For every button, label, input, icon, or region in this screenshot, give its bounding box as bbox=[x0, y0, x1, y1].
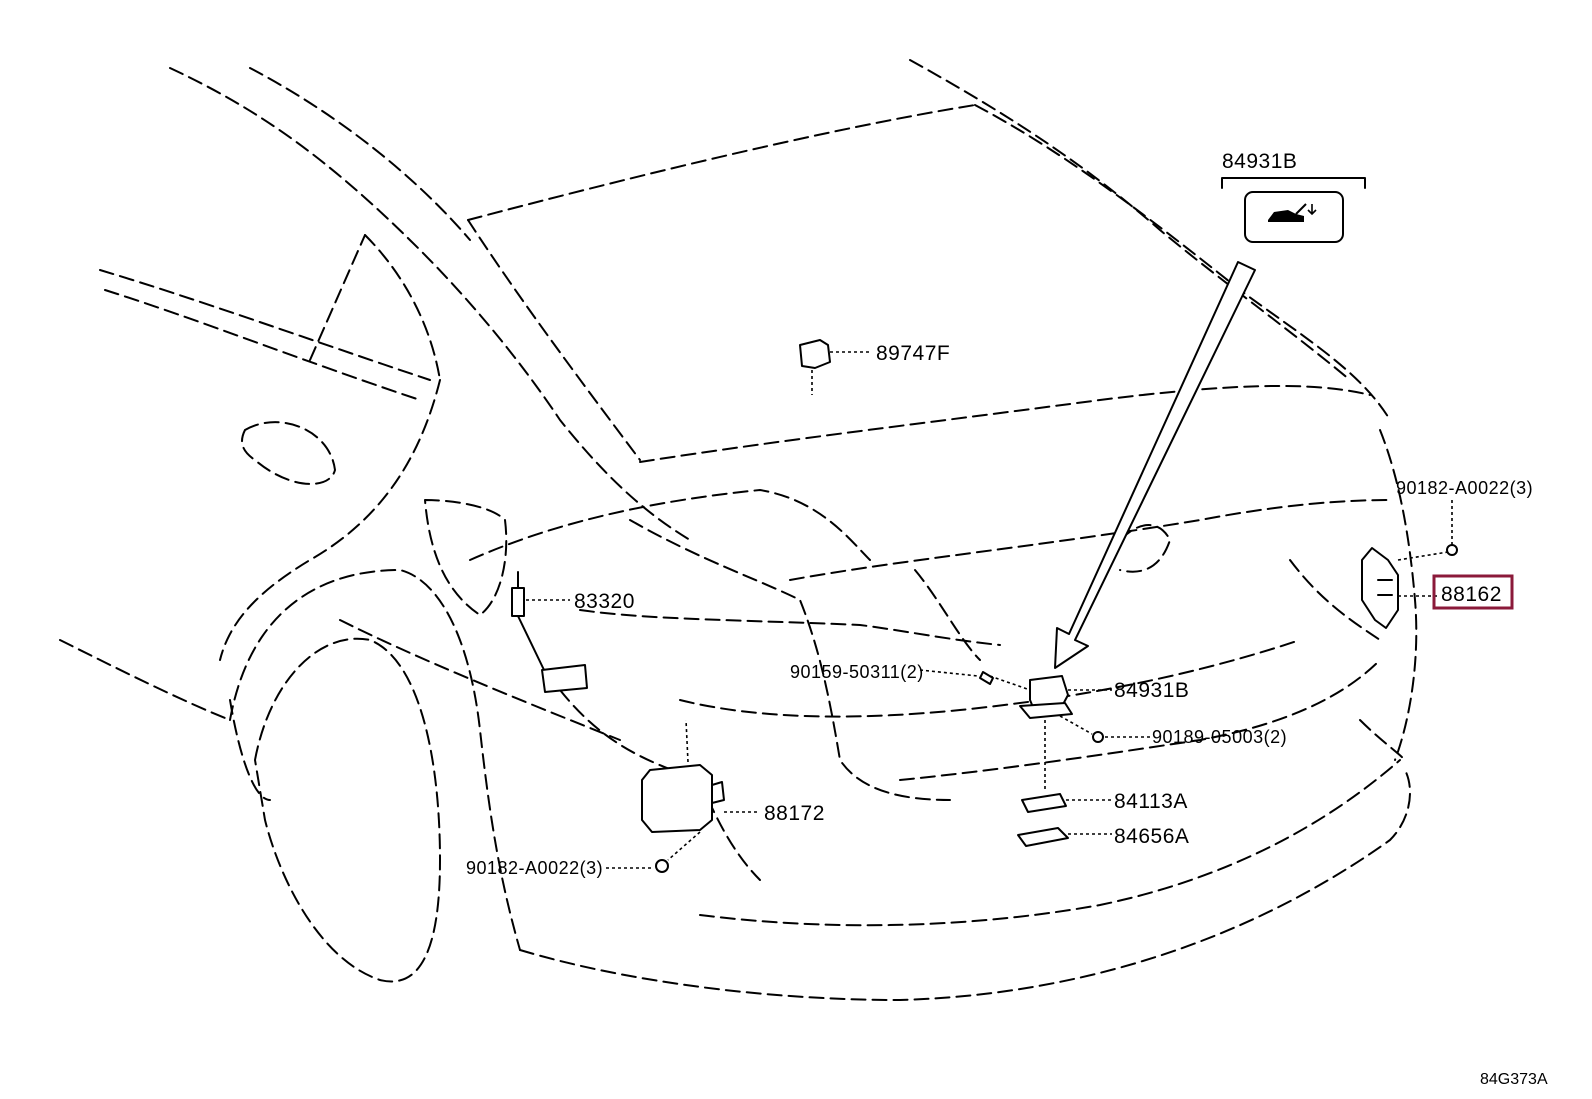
part-84656a bbox=[1017, 827, 1112, 847]
car-trunk-open-icon bbox=[1268, 203, 1317, 222]
part-89747f bbox=[799, 339, 872, 395]
callout-88162: 88162 bbox=[1441, 583, 1502, 606]
part-84113a bbox=[1021, 793, 1112, 813]
part-88162 bbox=[1361, 500, 1458, 629]
callout-83320: 83320 bbox=[574, 590, 635, 613]
highlight-box-88162 bbox=[1432, 574, 1514, 610]
callout-labels: 84931B 89747F 83320 90182-A0022(3) 88162… bbox=[466, 150, 1533, 878]
callout-84656a: 84656A bbox=[1114, 825, 1189, 848]
callout-88172: 88172 bbox=[764, 802, 825, 825]
part-88172 bbox=[606, 719, 760, 873]
callout-90182-left: 90182-A0022(3) bbox=[466, 858, 603, 878]
part-83320 bbox=[511, 571, 588, 693]
callout-90189: 90189-05003(2) bbox=[1152, 727, 1287, 747]
callout-89747f: 89747F bbox=[876, 342, 950, 365]
trunk-switch-symbol bbox=[1221, 177, 1366, 243]
callout-90159: 90159-50311(2) bbox=[790, 662, 924, 682]
callout-84113a: 84113A bbox=[1114, 790, 1188, 813]
part-84931b-switch bbox=[919, 669, 1150, 790]
location-arrow bbox=[1054, 261, 1256, 669]
callout-84931b: 84931B bbox=[1114, 679, 1189, 702]
callout-84931b-top: 84931B bbox=[1222, 150, 1297, 173]
diagram-reference: 84G373A bbox=[1480, 1071, 1548, 1088]
callout-90182-right: 90182-A0022(3) bbox=[1396, 478, 1533, 498]
vehicle-outline bbox=[59, 59, 1418, 1001]
